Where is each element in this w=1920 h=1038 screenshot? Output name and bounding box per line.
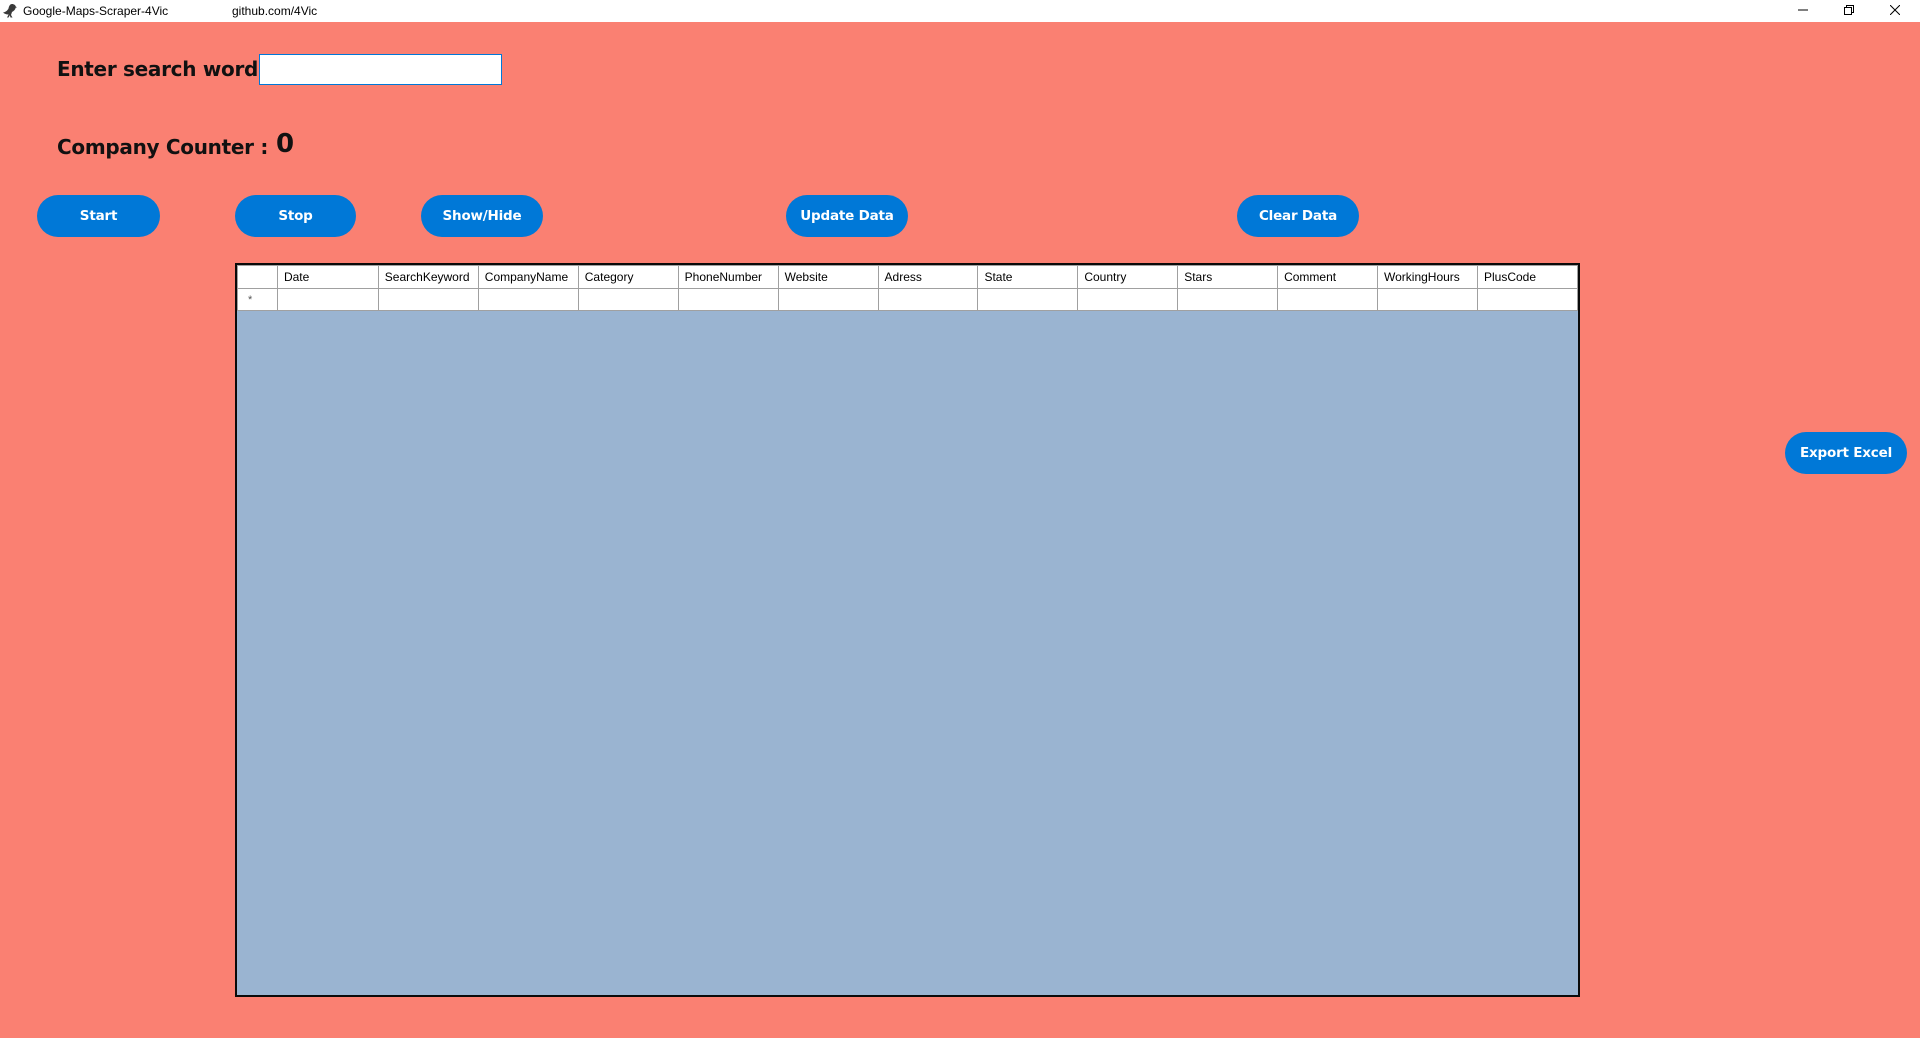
window-subtitle-link: github.com/4Vic — [232, 4, 318, 18]
new-row-cell-searchkeyword[interactable] — [377, 288, 479, 311]
column-header-country[interactable]: Country — [1077, 265, 1179, 289]
new-row-cell-adress[interactable] — [877, 288, 979, 311]
crow-icon — [3, 3, 17, 18]
new-row: * — [237, 288, 1578, 311]
close-button[interactable] — [1872, 0, 1918, 22]
start-button[interactable]: Start — [37, 195, 160, 237]
new-row-marker[interactable]: * — [237, 288, 278, 311]
column-header-comment[interactable]: Comment — [1277, 265, 1378, 289]
new-row-cell-workinghours[interactable] — [1377, 288, 1478, 311]
restore-icon — [1844, 4, 1854, 18]
column-header-searchkeyword[interactable]: SearchKeyword — [377, 265, 479, 289]
column-header-website[interactable]: Website — [777, 265, 879, 289]
column-header-date[interactable]: Date — [276, 265, 379, 289]
new-row-cell-date[interactable] — [276, 288, 379, 311]
window-title: Google-Maps-Scraper-4Vic — [23, 4, 169, 18]
company-counter-value: 0 — [276, 129, 295, 159]
minimize-icon — [1798, 4, 1808, 18]
new-row-cell-stars[interactable] — [1177, 288, 1279, 311]
export-excel-button[interactable]: Export Excel — [1785, 432, 1907, 474]
company-counter-label: Company Counter : — [57, 135, 269, 159]
close-icon — [1889, 4, 1901, 18]
new-row-cell-comment[interactable] — [1277, 288, 1378, 311]
search-word-label: Enter search word — [57, 57, 259, 81]
results-data-grid[interactable]: Date SearchKeyword CompanyName Category … — [235, 263, 1580, 997]
stop-button[interactable]: Stop — [235, 195, 356, 237]
corner-header-cell[interactable] — [237, 265, 278, 289]
new-row-cell-phonenumber[interactable] — [677, 288, 779, 311]
title-bar: Google-Maps-Scraper-4Vic github.com/4Vic — [0, 0, 1920, 22]
new-row-cell-category[interactable] — [577, 288, 679, 311]
column-header-phonenumber[interactable]: PhoneNumber — [677, 265, 779, 289]
column-header-adress[interactable]: Adress — [877, 265, 979, 289]
column-header-state[interactable]: State — [977, 265, 1079, 289]
minimize-button[interactable] — [1780, 0, 1826, 22]
new-row-cell-companyname[interactable] — [477, 288, 579, 311]
search-input[interactable] — [259, 54, 502, 85]
results-table: Date SearchKeyword CompanyName Category … — [237, 265, 1578, 311]
new-row-cell-website[interactable] — [777, 288, 879, 311]
column-header-stars[interactable]: Stars — [1177, 265, 1279, 289]
column-header-pluscode[interactable]: PlusCode — [1476, 265, 1578, 289]
header-row: Date SearchKeyword CompanyName Category … — [237, 265, 1578, 289]
column-header-companyname[interactable]: CompanyName — [477, 265, 579, 289]
restore-button[interactable] — [1826, 0, 1872, 22]
column-header-workinghours[interactable]: WorkingHours — [1377, 265, 1478, 289]
new-row-cell-pluscode[interactable] — [1476, 288, 1578, 311]
column-header-category[interactable]: Category — [577, 265, 679, 289]
clear-data-button[interactable]: Clear Data — [1237, 195, 1359, 237]
new-row-cell-country[interactable] — [1077, 288, 1179, 311]
update-data-button[interactable]: Update Data — [786, 195, 908, 237]
show-hide-button[interactable]: Show/Hide — [421, 195, 543, 237]
new-row-cell-state[interactable] — [977, 288, 1079, 311]
